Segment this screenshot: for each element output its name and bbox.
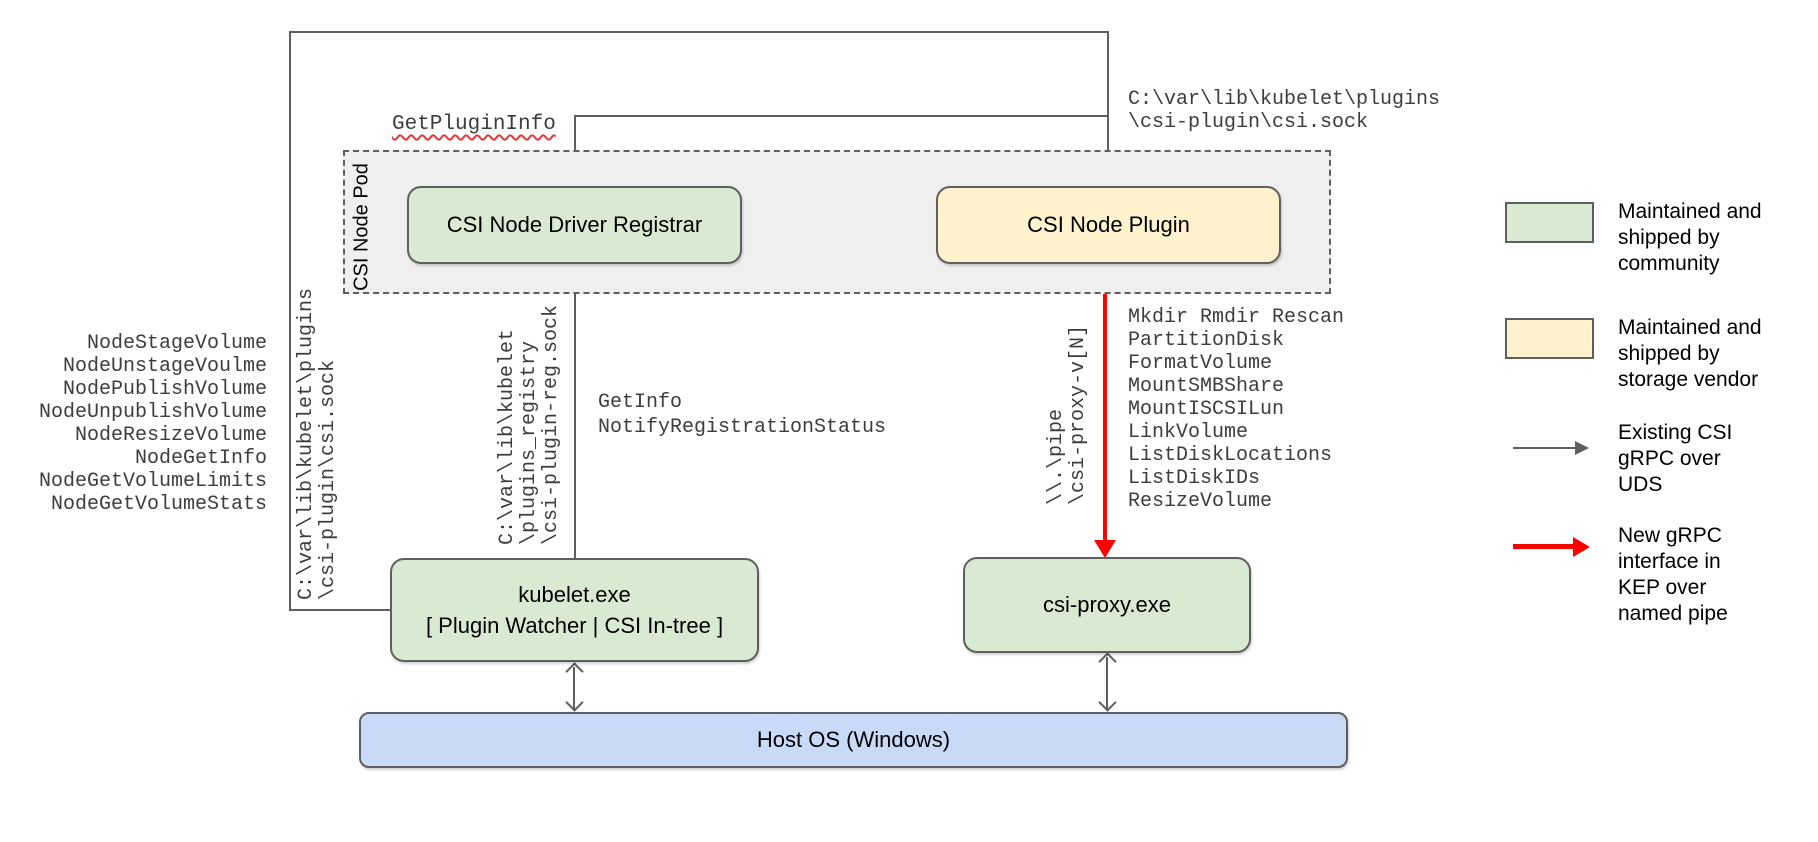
kubelet-subtitle: [ Plugin Watcher | CSI In-tree ]: [425, 613, 724, 638]
node-rpc-calls-list: NodeStageVolume NodeUnstageVoulme NodePu…: [38, 332, 267, 516]
red-arrowhead-into-proxy-icon: [1094, 540, 1116, 558]
csi-sock-path-label: C:\var\lib\kubelet\plugins \csi-plugin\c…: [1128, 88, 1441, 134]
kubelet-hostos-arrow-up-icon: [565, 662, 584, 681]
legend-vendor-swatch: [1505, 318, 1594, 359]
kubelet-to-plugin-line-right: [1107, 31, 1109, 173]
csi-proxy-label: csi-proxy.exe: [1043, 592, 1171, 617]
legend-vendor-label: Maintained and shipped by storage vendor: [1618, 316, 1762, 391]
legend-uds-arrowhead-icon: [1575, 441, 1589, 455]
kubelet-to-plugin-line-top: [289, 31, 1109, 33]
csi-node-pod-label: CSI Node Pod: [350, 163, 373, 291]
host-os-box: Host OS (Windows): [359, 712, 1348, 768]
kubelet-to-plugin-line-left: [289, 31, 291, 611]
csi-proxy-box: csi-proxy.exe: [963, 557, 1251, 653]
getplugininfo-label: GetPluginInfo: [392, 113, 556, 136]
plugin-to-proxy-red-line: [1103, 264, 1107, 542]
legend-pipe-arrowhead-icon: [1573, 537, 1590, 557]
proxy-rpc-calls-list: Mkdir Rmdir Rescan PartitionDisk FormatV…: [1128, 306, 1345, 513]
legend-community-label: Maintained and shipped by community: [1618, 200, 1762, 275]
registration-calls-label: GetInfo NotifyRegistrationStatus: [598, 391, 887, 439]
kubelet-hostos-arrow-down-icon: [565, 693, 584, 712]
proxy-hostos-arrow-down-icon: [1098, 693, 1117, 712]
host-os-label: Host OS (Windows): [756, 727, 951, 752]
legend-uds-label: Existing CSI gRPC over UDS: [1618, 421, 1733, 496]
named-pipe-path-vertical-label: \\.\pipe \csi-proxy-v[N]: [1045, 324, 1090, 506]
legend-pipe-label: New gRPC interface in KEP over named pip…: [1618, 524, 1728, 625]
proxy-hostos-arrow-up-icon: [1098, 652, 1117, 671]
csi-node-driver-registrar-box: CSI Node Driver Registrar: [407, 186, 742, 264]
legend-pipe-arrow-line: [1513, 544, 1575, 549]
getplugininfo-line-horizontal: [574, 115, 1109, 117]
kubelet-to-registrar-line: [574, 277, 576, 558]
csi-node-driver-registrar-label: CSI Node Driver Registrar: [446, 212, 703, 237]
proxy-hostos-link: [1106, 657, 1108, 709]
kubelet-hostos-link: [573, 667, 575, 709]
csi-node-plugin-label: CSI Node Plugin: [1027, 212, 1190, 237]
legend-community-swatch: [1505, 202, 1594, 243]
kubelet-box: kubelet.exe [ Plugin Watcher | CSI In-tr…: [390, 558, 759, 662]
legend-uds-arrow-line: [1513, 447, 1577, 449]
csi-sock-path-vertical-label: C:\var\lib\kubelet\plugins \csi-plugin\c…: [295, 287, 340, 601]
kubelet-to-plugin-line-bottom: [289, 609, 391, 611]
kubelet-title: kubelet.exe: [518, 582, 631, 607]
registry-sock-path-vertical-label: C:\var\lib\kubelet \plugins_registry \cs…: [496, 304, 563, 546]
csi-node-plugin-box: CSI Node Plugin: [936, 186, 1281, 264]
